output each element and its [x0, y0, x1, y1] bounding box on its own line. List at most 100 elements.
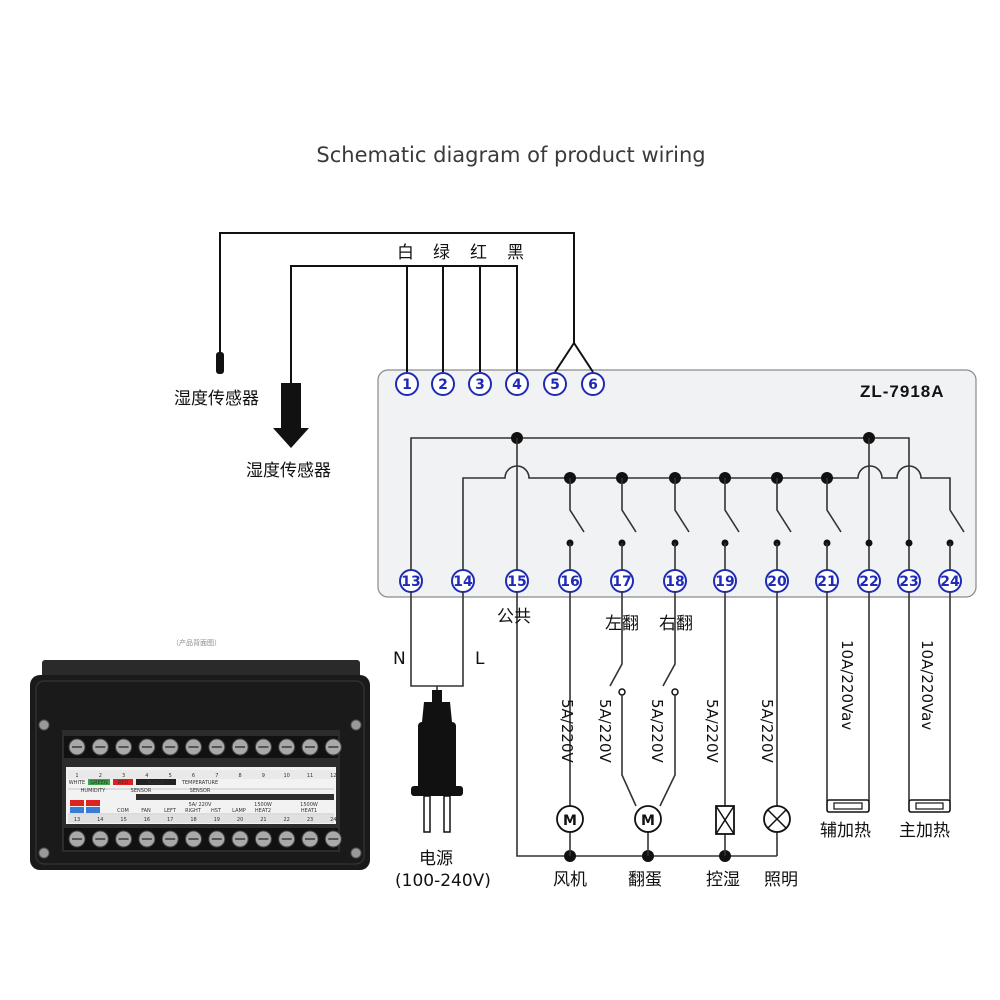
label-main-heat: 主加热	[899, 821, 950, 841]
bottom-terminal-22: 22	[857, 569, 881, 593]
bottom-terminal-21: 21	[815, 569, 839, 593]
model-label: ZL-7918A	[860, 382, 945, 401]
strip-number-top: 4	[145, 773, 148, 779]
bottom-terminal-24-number: 24	[940, 574, 960, 590]
top-terminal-1-number: 1	[402, 377, 412, 393]
product-screws-top	[68, 738, 342, 756]
top-terminal-2-number: 2	[438, 377, 448, 393]
rating-main-heat: 10A/220Vav	[918, 640, 936, 730]
fan-motor-symbol: M	[556, 805, 584, 833]
strip-label-top: RED	[118, 780, 129, 786]
label-neutral: N	[393, 649, 406, 669]
bottom-terminal-18: 18	[663, 569, 687, 593]
internal-wiring	[410, 432, 965, 570]
bottom-terminal-14-number: 14	[453, 574, 473, 590]
bottom-terminal-24: 24	[938, 569, 962, 593]
strip-label-function: HST	[211, 808, 222, 814]
label-turn-left: 左翻	[605, 614, 639, 634]
label-fan: 风机	[553, 870, 587, 890]
label-power: 电源	[419, 849, 453, 869]
strip-number-top: 11	[307, 773, 313, 779]
strip-label-function: LEFT	[164, 808, 177, 814]
strip-number-top: 1	[75, 773, 78, 779]
bottom-terminal-17-number: 17	[612, 574, 631, 590]
bottom-terminal-21-number: 21	[817, 574, 836, 590]
bottom-terminal-14: 14	[451, 569, 475, 593]
top-terminal-5-number: 5	[550, 377, 560, 393]
aux-heater-symbol	[826, 799, 870, 813]
strip-label-mid: HUMIDITY	[81, 788, 107, 794]
bottom-terminal-13: 13	[399, 569, 423, 593]
label-humidity-control: 控湿	[706, 870, 740, 890]
bottom-terminal-19-number: 19	[715, 574, 734, 590]
strip-label-rating: 5A/ 220V	[189, 802, 212, 808]
external-wiring	[410, 592, 951, 862]
label-common: 公共	[497, 607, 531, 627]
humidity-sensor-probe-1	[216, 352, 224, 374]
top-terminal-4-number: 4	[512, 377, 522, 393]
strip-label-function: COM	[117, 808, 129, 814]
turn-motor-letter: M	[641, 813, 655, 829]
top-terminal-3-number: 3	[475, 377, 485, 393]
top-terminal-6: 6	[581, 372, 605, 396]
humidifier-valve-symbol	[715, 805, 735, 835]
strip-number-bottom: 17	[167, 817, 173, 823]
rating-aux-heat: 10A/220Vav	[838, 640, 856, 730]
strip-number-bottom: 16	[144, 817, 150, 823]
rating-humidity: 5A/220V	[703, 699, 721, 763]
lamp-symbol	[763, 805, 791, 833]
strip-label-function: HEAT2	[255, 808, 271, 814]
bottom-terminal-15: 15	[505, 569, 529, 593]
strip-number-top: 5	[169, 773, 172, 779]
strip-number-top: 9	[262, 773, 265, 779]
wire-color-white: 白	[397, 243, 414, 263]
label-aux-heat: 辅加热	[820, 821, 871, 841]
bottom-terminal-16: 16	[558, 569, 582, 593]
bottom-terminal-20-number: 20	[767, 574, 787, 590]
bottom-terminal-16-number: 16	[560, 574, 579, 590]
strip-number-bottom: 24	[330, 817, 336, 823]
humidity-sensor-label-1: 湿度传感器	[174, 389, 259, 409]
strip-number-top: 12	[330, 773, 336, 779]
strip-label-function: RIGHT	[185, 808, 202, 814]
label-lighting: 照明	[764, 870, 798, 890]
rating-lamp: 5A/220V	[758, 699, 776, 763]
strip-label-rating: 1500W	[300, 802, 318, 808]
strip-number-bottom: 19	[214, 817, 220, 823]
product-photo-caption: （产品背面图）	[172, 638, 221, 647]
top-terminal-4: 4	[505, 372, 529, 396]
power-plug-icon	[411, 690, 463, 833]
sensor-cables	[219, 232, 594, 383]
product-back-photo	[30, 660, 370, 870]
bottom-terminal-20: 20	[765, 569, 789, 593]
bottom-terminal-18-number: 18	[665, 574, 684, 590]
strip-label-top: BLACK	[148, 780, 165, 786]
label-egg-turn: 翻蛋	[628, 870, 662, 890]
rating-turn-right: 5A/220V	[648, 699, 666, 763]
bottom-terminal-15-number: 15	[507, 574, 526, 590]
wire-color-red: 红	[470, 243, 487, 263]
strip-number-top: 2	[99, 773, 102, 779]
strip-number-bottom: 23	[307, 817, 313, 823]
wire-color-green: 绿	[433, 243, 450, 263]
top-terminal-2: 2	[431, 372, 455, 396]
strip-label-function: FAN	[141, 808, 151, 814]
label-power-range: (100-240V)	[395, 871, 491, 891]
strip-label-mid: SENSOR	[131, 788, 152, 794]
top-terminal-6-number: 6	[588, 377, 598, 393]
strip-label-rating: 1500W	[254, 802, 272, 808]
strip-label-top: TEMPERATURE	[181, 780, 218, 786]
fan-motor-letter: M	[563, 813, 577, 829]
strip-label-top: GREEN	[90, 780, 108, 786]
top-terminal-1: 1	[395, 372, 419, 396]
strip-label-function: LAMP	[232, 808, 246, 814]
bottom-terminal-23-number: 23	[899, 574, 918, 590]
strip-number-top: 8	[239, 773, 242, 779]
bottom-terminal-17: 17	[610, 569, 634, 593]
strip-number-bottom: 20	[237, 817, 243, 823]
strip-label-mid: SENSOR	[190, 788, 211, 794]
